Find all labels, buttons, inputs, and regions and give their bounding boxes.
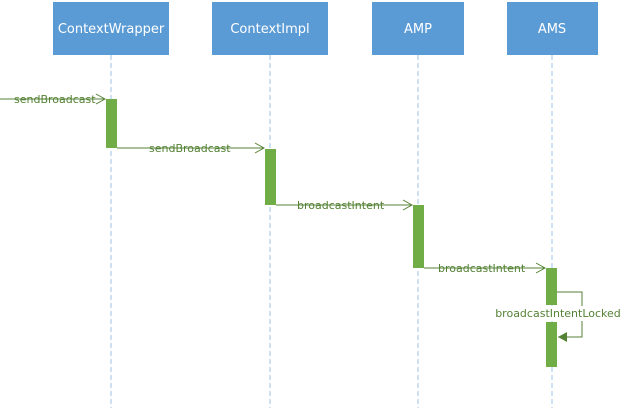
message-3: broadcastIntent	[276, 199, 414, 212]
participant-contextimpl: ContextImpl	[212, 2, 328, 55]
label-background	[496, 306, 620, 321]
participant-amp: AMP	[372, 2, 464, 55]
message-4: broadcastIntent	[424, 262, 547, 275]
participant-label: ContextImpl	[230, 22, 309, 37]
activation-bar-contextimpl	[265, 149, 276, 205]
message-label: sendBroadcast	[149, 142, 231, 155]
participant-contextwrapper: ContextWrapper	[53, 2, 169, 55]
message-label: broadcastIntent	[297, 199, 385, 212]
message-2: sendBroadcast	[117, 142, 266, 155]
message-label: broadcastIntent	[438, 262, 526, 275]
message-label: sendBroadcast	[14, 93, 96, 106]
message-label: broadcastIntentLocked	[495, 307, 621, 320]
activation-bar-ams-outer	[546, 268, 557, 305]
activation-bar-amp	[413, 205, 424, 268]
participant-label: ContextWrapper	[58, 22, 165, 37]
participant-label: AMS	[538, 22, 566, 37]
participant-label: AMP	[404, 22, 432, 37]
participant-ams: AMS	[507, 2, 598, 55]
activation-bar-contextwrapper	[106, 99, 117, 148]
message-1: sendBroadcast	[0, 93, 107, 106]
activation-bar-ams-inner	[546, 322, 557, 367]
message-5-self: broadcastIntentLocked	[495, 291, 621, 342]
